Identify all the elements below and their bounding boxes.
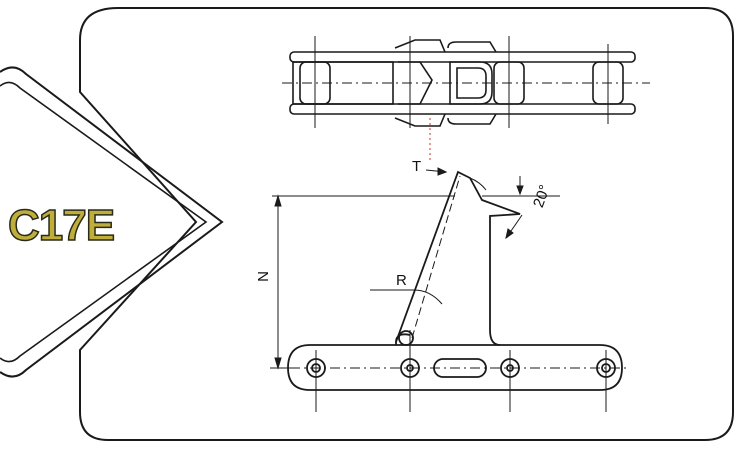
dimension-t-label: T xyxy=(412,158,422,175)
chain-code-badge: C17E xyxy=(7,200,116,251)
drawing-frame xyxy=(79,7,734,441)
top-view xyxy=(282,36,650,160)
side-view xyxy=(270,170,630,412)
dimension-n-label: N xyxy=(254,271,272,282)
chevron-badge xyxy=(0,66,224,378)
dimension-annotations xyxy=(272,167,560,370)
dimension-r-label: R xyxy=(396,272,407,289)
